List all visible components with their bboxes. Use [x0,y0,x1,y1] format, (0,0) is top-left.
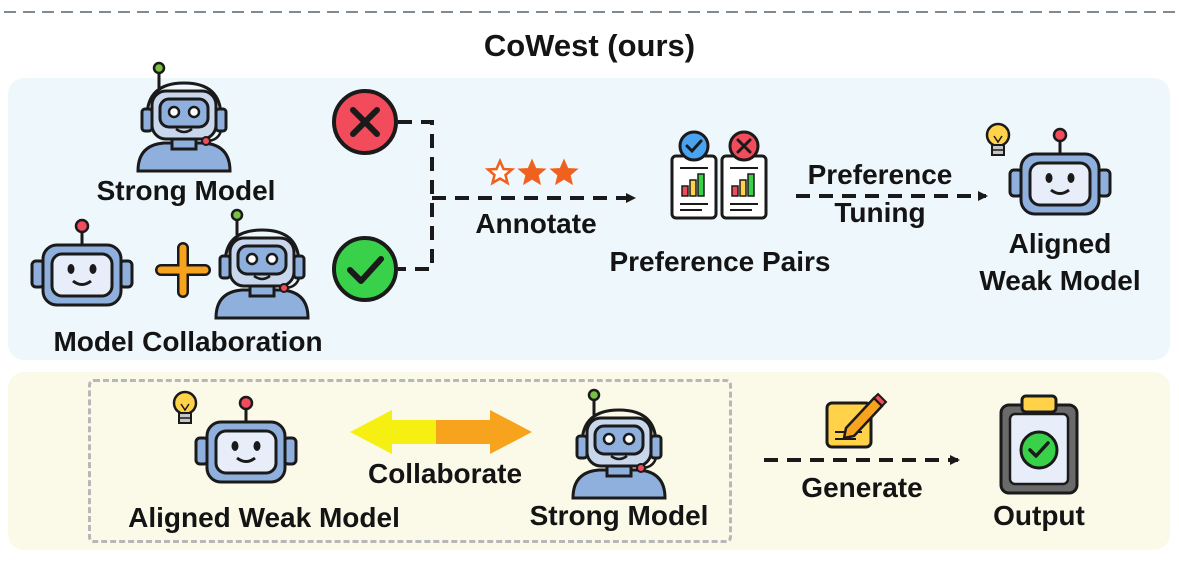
aligned-weak-model-label: Aligned Weak Model [128,502,400,533]
reject-icon [332,89,398,155]
generate-label: Generate [801,472,923,503]
rating-stars-icon [484,157,579,186]
plus-icon [155,242,211,298]
top-separator [4,11,1175,13]
output-label: Output [993,500,1085,531]
aligned-weak-model-label-line2: Weak Model [979,265,1141,296]
notepad-pencil-icon [825,392,888,449]
check-badge-icon [678,130,710,162]
preferred-document-icon [670,154,718,220]
collaborate-arrows-icon [350,410,532,454]
preference-tuning-label-line1: Preference [807,159,953,190]
annotate-label: Annotate [475,208,597,239]
collaborate-label: Collaborate [367,458,523,489]
strong-model-icon [136,61,232,173]
collaboration-box [88,379,732,543]
lightbulb-icon [985,122,1011,157]
rejected-document-icon [720,154,768,220]
aligned-weak-model-label-line1: Aligned [1008,228,1112,259]
strong-model-icon-3 [571,388,667,500]
strong-model-label: Strong Model [96,175,276,206]
clipboard-output-icon [999,394,1079,495]
accept-icon [332,236,398,302]
strong-model-label-2: Strong Model [529,500,709,531]
aligned-weak-model-icon [1008,127,1112,216]
strong-model-icon-2 [214,208,310,320]
model-collaboration-label: Model Collaboration [53,326,323,357]
preference-pairs-label: Preference Pairs [609,246,831,277]
aligned-weak-model-icon-2 [194,395,298,484]
x-badge-icon [728,130,760,162]
preference-tuning-label-line2: Tuning [834,197,926,228]
bracket-connector [398,120,434,271]
diagram-title: CoWest (ours) [483,28,696,63]
weak-model-icon [30,218,134,307]
lightbulb-icon-2 [172,390,198,425]
